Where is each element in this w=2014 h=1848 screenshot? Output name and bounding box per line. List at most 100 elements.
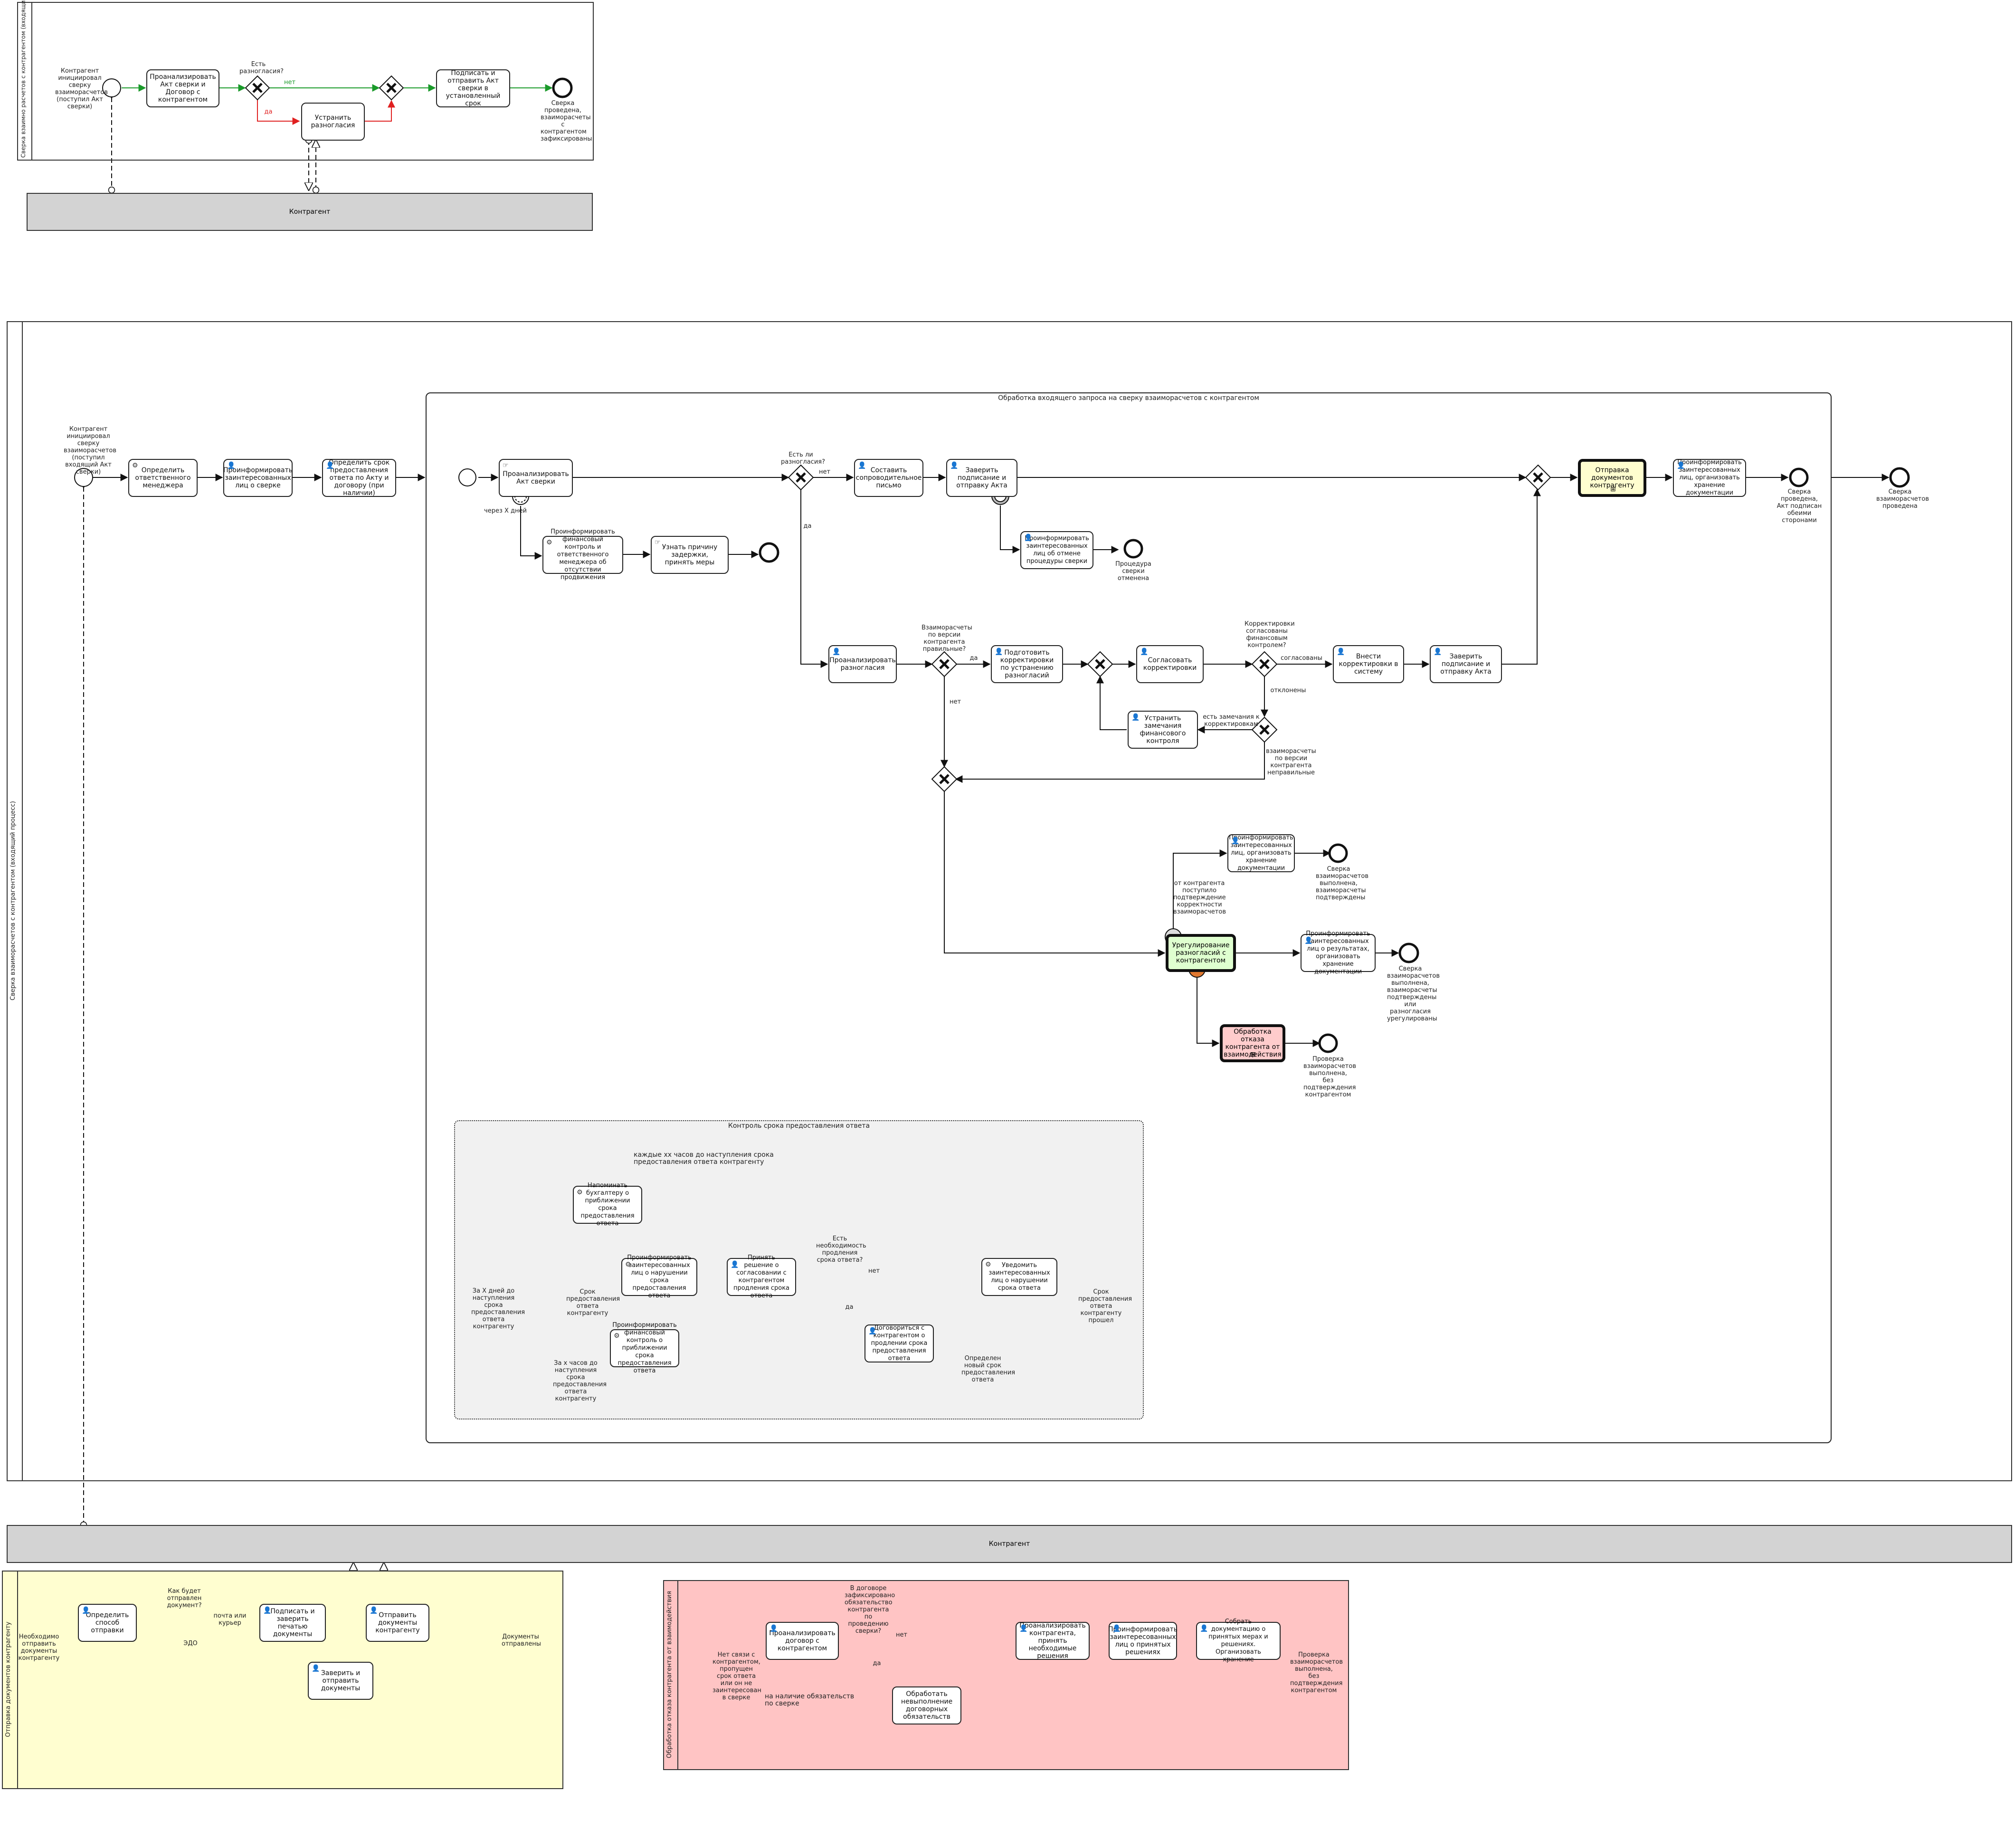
refusal-flow-no: нет: [895, 1631, 908, 1638]
task-violation[interactable]: ⚙Проинформировать заинтересованных лиц о…: [621, 1254, 697, 1299]
user-icon: 👤: [1677, 462, 1685, 469]
task-certify-act-2[interactable]: 👤Заверить подписание и отправку Акта: [1430, 645, 1502, 683]
timer2-label: За х часов до наступления срока предоста…: [553, 1360, 607, 1402]
top-flow-no: нет: [284, 79, 296, 86]
main-counterparty-label: Контрагент: [988, 1540, 1030, 1548]
call-refusal[interactable]: Обработка отказа контрагента от взаимоде…: [1220, 1024, 1285, 1062]
task-decide[interactable]: 👤Принять решение о согласовании с контра…: [727, 1254, 796, 1299]
send-end-label: Документы отправлены: [502, 1633, 541, 1648]
sub2-annotation: каждые хх часов до наступления срока пре…: [634, 1151, 774, 1166]
top-task-sign[interactable]: Подписать и отправить Акт сверки в устан…: [436, 69, 510, 107]
service-icon: ⚙: [546, 539, 552, 546]
flow-remarks: есть замечания к корректировкам: [1203, 714, 1260, 728]
end-ok-label: Сверка проведена, Акт подписан обеими ст…: [1776, 488, 1822, 524]
task-print[interactable]: 👤Подписать и заверить печатью документы: [259, 1604, 326, 1642]
top-task-analyze[interactable]: Проанализировать Акт сверки и Договор с …: [146, 69, 219, 107]
top-pool-title: Сверка взаимно расчетов с контрагентом (…: [20, 0, 27, 158]
sub2-gw-label: Есть необходимость продления срока ответ…: [816, 1235, 866, 1264]
end-new-label: Определен новый срок предоставления отве…: [961, 1355, 1016, 1383]
task-define-manager[interactable]: ⚙Определить ответственного менеджера: [128, 459, 198, 497]
send-gw-label: Как будет отправлен документ?: [167, 1588, 202, 1609]
user-icon: 👤: [1434, 648, 1442, 656]
task-refusal-collect[interactable]: 👤Собрать документацию о принятых мерах и…: [1196, 1618, 1281, 1663]
task-inform-sverka[interactable]: 👤Проинформировать заинтересованных лиц о…: [223, 459, 293, 497]
task-send[interactable]: 👤Отправить документы контрагенту: [366, 1604, 429, 1642]
task-apply-corr[interactable]: 👤Внести корректировки в систему: [1333, 645, 1404, 683]
refusal-annotation: на наличие обязательств по сверке: [765, 1693, 855, 1707]
task-refusal-analyze[interactable]: 👤Проанализировать договор с контрагентом: [766, 1622, 839, 1660]
gw-disagree-label: Есть ли разногласия?: [781, 451, 826, 466]
flow-no-2: нет: [949, 698, 961, 705]
top-task-fix[interactable]: Устранить разногласия: [301, 103, 365, 141]
user-icon: 👤: [227, 462, 236, 469]
top-end-label: Сверка проведена, взаиморасчеты с контра…: [541, 100, 592, 143]
task-letter[interactable]: 👤Составить сопроводительное письмо: [854, 459, 923, 497]
task-analyze-act[interactable]: ☞Проанализировать Акт сверки: [499, 459, 573, 497]
flow-yes-2: да: [969, 655, 978, 662]
task-refusal-analyze2[interactable]: 👤Проанализировать контрагента, принять н…: [1016, 1622, 1090, 1660]
user-icon: 👤: [1019, 1625, 1028, 1632]
task-extend[interactable]: 👤Договориться с контрагентом о продлении…: [864, 1324, 934, 1362]
service-icon: ⚙: [625, 1261, 631, 1268]
task-define-deadline[interactable]: 👤Определить срок предоставления ответа п…: [322, 459, 396, 497]
user-icon: 👤: [1131, 714, 1140, 721]
top-start-label: Контрагент инициировал сверку взаиморасч…: [55, 67, 108, 110]
task-certify-act[interactable]: 👤Заверить подписание и отправку Акта: [946, 459, 1017, 497]
task-analyze-disagree[interactable]: 👤Проанализировать разногласия: [828, 645, 897, 683]
user-icon: 👤: [1112, 1625, 1121, 1632]
refusal-pool-title: Обработка отказа контрагента от взаимоде…: [666, 1591, 673, 1758]
task-method[interactable]: 👤Определить способ отправки: [78, 1604, 137, 1642]
subprocess-deadline-title: Контроль срока предоставления ответа: [728, 1122, 870, 1130]
manual-icon: ☞: [503, 462, 509, 469]
user-icon: 👤: [995, 648, 1003, 656]
top-counterparty-pool: Контрагент: [27, 193, 593, 231]
user-icon: 👤: [858, 462, 866, 469]
refusal-pool: [663, 1580, 1349, 1770]
subprocess-incoming: [426, 392, 1832, 1443]
task-inform-store[interactable]: 👤Проинформировать заинтересованных лиц, …: [1673, 459, 1746, 497]
service-icon: ⚙: [132, 462, 138, 469]
task-agree-corr[interactable]: 👤Согласовать корректировки: [1136, 645, 1204, 683]
task-results[interactable]: 👤Проинформировать заинтересованных лиц о…: [1301, 930, 1376, 975]
collapsed-marker-icon: ⊞: [1610, 486, 1616, 493]
gw-correct-label: Взаиморасчеты по версии контрагента прав…: [922, 624, 972, 653]
flow-confirm-label: от контрагента поступило подтверждение к…: [1173, 880, 1226, 915]
top-pool: [17, 2, 594, 161]
user-icon: 👤: [731, 1261, 739, 1268]
send-start-label: Необходимо отправить документы контраген…: [18, 1633, 60, 1662]
top-counterparty-label: Контрагент: [289, 208, 331, 216]
end-cancel-label: Процедура сверки отменена: [1115, 561, 1151, 582]
main-end-label: Сверка взаиморасчетов проведена: [1876, 488, 1929, 510]
flow-no-1: нет: [818, 468, 831, 476]
call-send-docs[interactable]: Отправка документов контрагенту⊞: [1578, 459, 1646, 497]
user-icon: 👤: [832, 648, 841, 656]
flow-wrong: взаиморасчеты по версии контрагента непр…: [1266, 748, 1316, 776]
task-fin-inform[interactable]: ⚙Проинформировать финансовый контроль и …: [542, 528, 623, 581]
task-fix-fin[interactable]: 👤Устранить замечания финансового контрол…: [1128, 711, 1198, 749]
user-icon: 👤: [312, 1665, 320, 1672]
user-icon: 👤: [326, 462, 334, 469]
task-breach[interactable]: Обработать невыполнение договорных обяза…: [892, 1686, 961, 1724]
user-icon: 👤: [1231, 837, 1240, 845]
service-icon: ⚙: [985, 1261, 991, 1268]
task-send-certify[interactable]: 👤Заверить и отправить документы: [308, 1662, 373, 1700]
task-remind[interactable]: ⚙Напоминать бухгалтеру о приближении сро…: [573, 1182, 642, 1227]
task-prepare-corr[interactable]: 👤Подготовить корректировки по устранению…: [991, 645, 1063, 683]
send-flow-mail: почта или курьер: [213, 1612, 247, 1627]
task-delay-reason[interactable]: ☞Узнать причину задержки, принять меры: [651, 536, 729, 574]
refusal-start-label: Нет связи с контрагентом, пропущен срок …: [712, 1651, 761, 1701]
task-cancel-inform[interactable]: 👤Проинформировать заинтересованных лиц о…: [1020, 531, 1093, 569]
user-icon: 👤: [1337, 648, 1345, 656]
user-icon: 👤: [1140, 648, 1149, 656]
task-notify[interactable]: ⚙Уведомить заинтересованных лиц о наруше…: [981, 1258, 1057, 1296]
service-icon: ⚙: [614, 1332, 620, 1340]
task-fin-notify[interactable]: ⚙Проинформировать финансовый контроль о …: [610, 1322, 679, 1374]
timer-label-xdays: через X дней: [484, 507, 527, 514]
refusal-flow-yes: да: [873, 1660, 881, 1667]
user-icon: 👤: [770, 1625, 778, 1632]
user-icon: 👤: [1024, 534, 1033, 542]
task-inform-inform[interactable]: 👤Проинформировать заинтересованных лиц, …: [1227, 834, 1295, 872]
task-refusal-inform[interactable]: 👤Проинформировать заинтересованных лиц о…: [1108, 1622, 1178, 1660]
call-settle[interactable]: Урегулирование разногласий с контрагенто…: [1166, 934, 1236, 972]
